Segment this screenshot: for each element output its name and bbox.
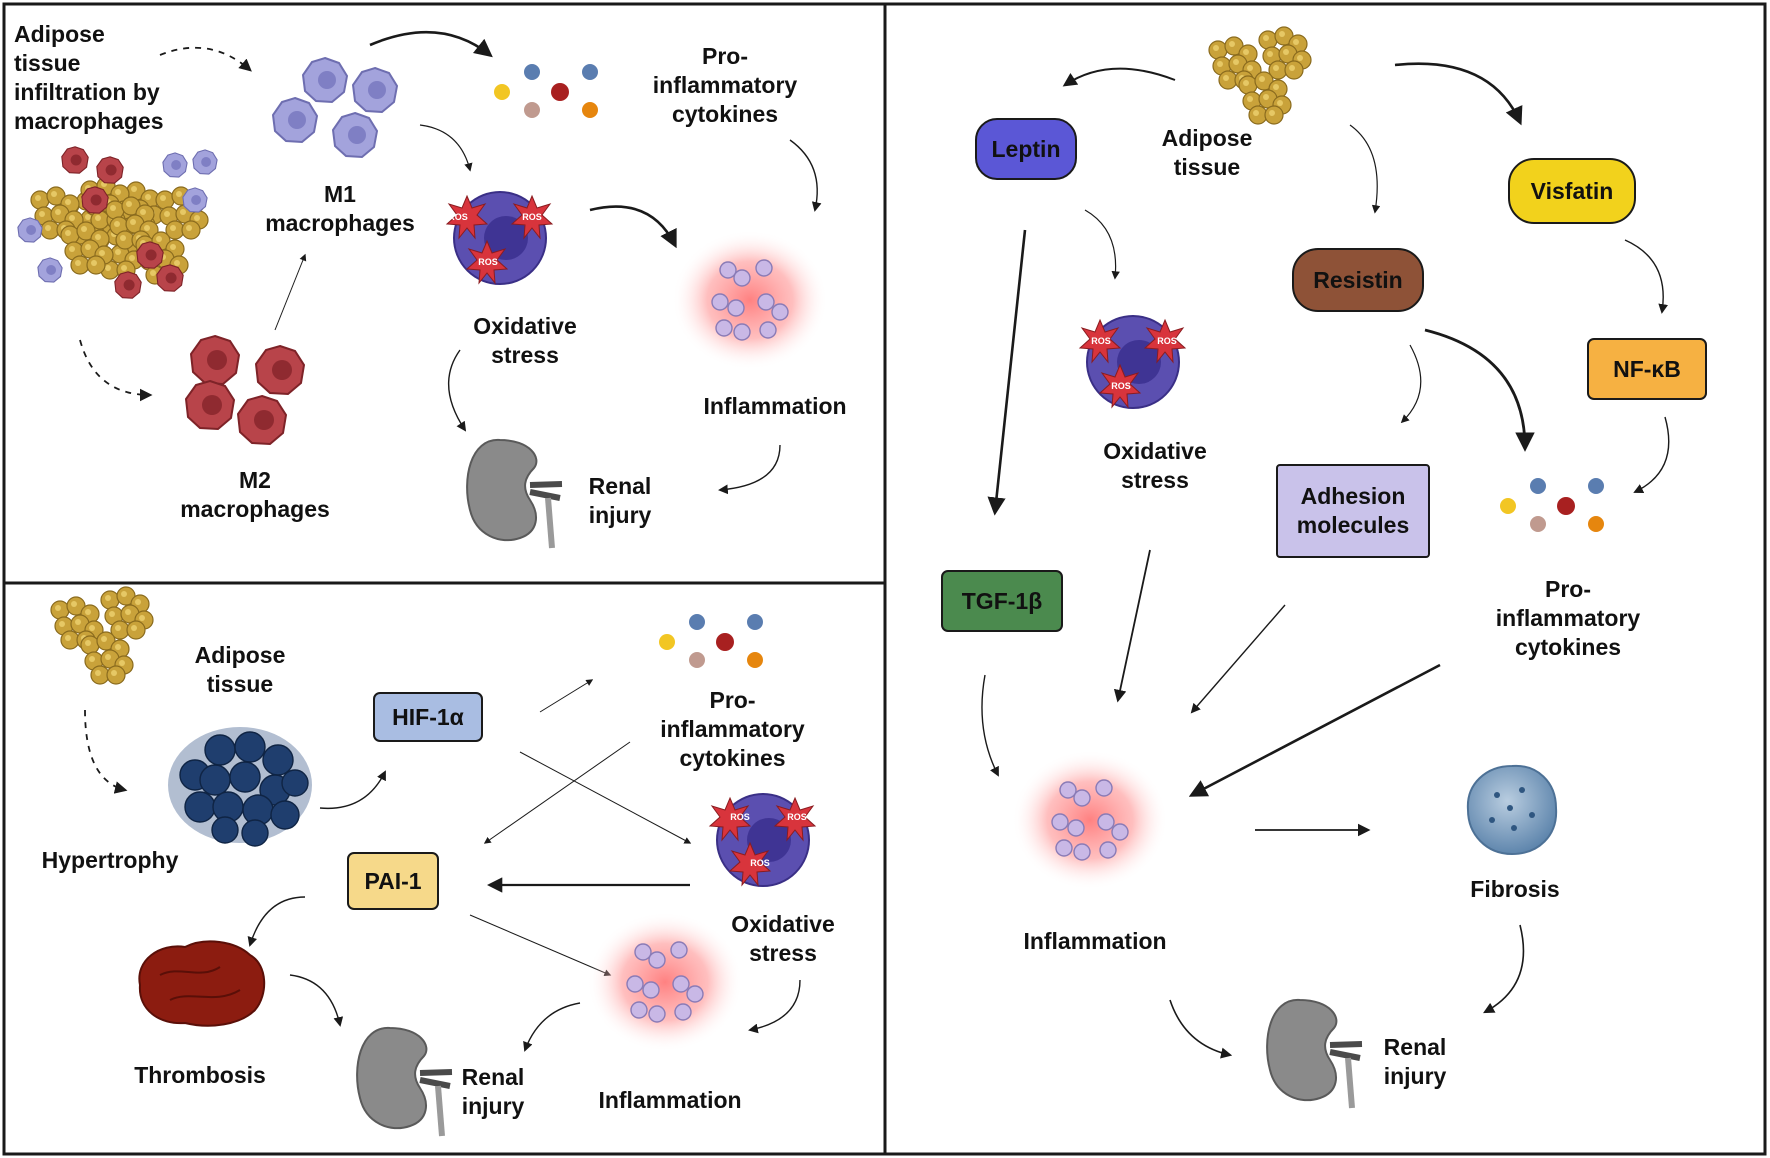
r-kidney-icon (1267, 1000, 1362, 1108)
m2-macrophage-icon (185, 335, 305, 445)
r-adhesion-box: Adhesion molecules (1276, 464, 1430, 558)
svg-text:ROS: ROS (1111, 381, 1131, 391)
bl-hif-box: HIF-1α (373, 692, 483, 742)
svg-text:ROS: ROS (1091, 336, 1111, 346)
tl-inflammation-icon (671, 229, 829, 371)
bl-pai-box: PAI-1 (347, 852, 439, 910)
r-adipose-tissue-icon (1209, 27, 1311, 124)
r-resistin-box: Resistin (1292, 248, 1424, 312)
tl-cytokines-label: Pro- inflammatory cytokines (652, 43, 798, 127)
svg-text:ROS: ROS (750, 858, 770, 868)
r-adipose-tissue-label: Adipose tissue (1161, 125, 1253, 180)
tl-adipose-infiltration-label: Adipose tissue infiltration by macrophag… (14, 21, 164, 134)
bl-renal-injury-label: Renal injury (461, 1064, 525, 1119)
r-fibrosis-label: Fibrosis (1470, 876, 1560, 902)
r-cytokines-icon (1500, 478, 1604, 532)
r-tgf-box: TGF-1β (941, 570, 1063, 632)
bl-inflammation-label: Inflammation (598, 1087, 742, 1113)
hypertrophy-icon (168, 727, 312, 847)
bl-hypertrophy-label: Hypertrophy (41, 847, 179, 873)
svg-text:ROS: ROS (1157, 336, 1177, 346)
svg-text:ROS: ROS (730, 812, 750, 822)
tl-m2-label: M2 macrophages (180, 467, 330, 522)
bl-oxidative-stress-label: Oxidative stress (731, 911, 835, 966)
tl-cytokines-icon (494, 64, 598, 118)
r-cytokines-label: Pro- inflammatory cytokines (1495, 576, 1641, 660)
r-visfatin-box: Visfatin (1508, 158, 1636, 224)
r-nfkb-box: NF-κB (1587, 338, 1707, 400)
r-oxidative-stress-label: Oxidative stress (1103, 438, 1207, 493)
fibrosis-icon (1466, 764, 1558, 856)
tl-renal-injury-label: Renal injury (588, 473, 652, 528)
r-inflammation-label: Inflammation (1023, 928, 1167, 954)
r-ros-cell-icon (1080, 316, 1185, 408)
bl-adipose-tissue-label: Adipose tissue (194, 642, 286, 697)
r-leptin-box: Leptin (975, 118, 1077, 180)
tl-oxidative-stress-label: Oxidative stress (473, 313, 577, 368)
arrows (79, 30, 1670, 1059)
bl-adipose-tissue-icon (51, 587, 153, 684)
r-inflammation-icon (1011, 749, 1169, 891)
bl-ros-cell-icon (710, 794, 815, 886)
m1-macrophage-icon (272, 57, 398, 158)
bl-cytokines-label: Pro- inflammatory cytokines (660, 687, 805, 771)
svg-text:ROS: ROS (478, 257, 498, 267)
bl-cytokines-icon (659, 614, 763, 668)
bl-kidney-icon (357, 1028, 452, 1136)
tl-inflammation-label: Inflammation (703, 393, 847, 419)
svg-text:ROS: ROS (522, 212, 542, 222)
ros-labels: ROS ROS ROS ROS ROS ROS ROS ROS ROS (448, 212, 1177, 868)
svg-text:ROS: ROS (787, 812, 807, 822)
svg-text:ROS: ROS (448, 212, 468, 222)
tl-kidney-icon (467, 440, 562, 548)
thrombus-icon (138, 940, 266, 1027)
bl-thrombosis-label: Thrombosis (134, 1062, 266, 1088)
tl-m1-label: M1 macrophages (265, 181, 415, 236)
r-renal-injury-label: Renal injury (1383, 1034, 1447, 1089)
tl-ros-cell-icon (447, 192, 552, 284)
